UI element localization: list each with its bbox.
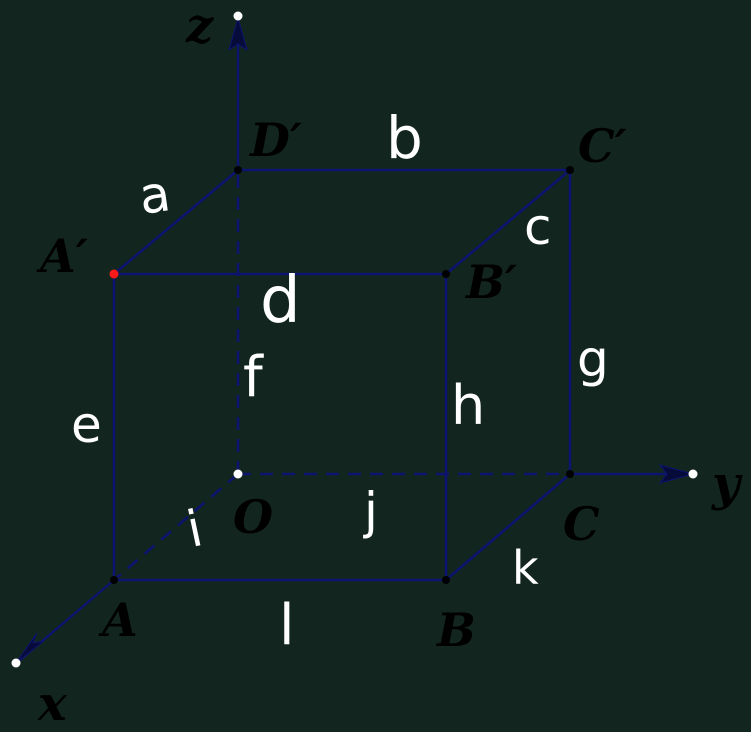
edge-mark-d: d	[260, 264, 301, 338]
axis-label-z: z	[185, 0, 215, 54]
edge-mark-f: f	[243, 345, 264, 410]
edge-i-OA	[113, 473, 239, 581]
point-C[interactable]	[566, 470, 574, 478]
visible-edges	[112, 168, 572, 582]
vertex-label-B-prime: B′	[464, 255, 517, 309]
vertex-label-B: B	[435, 603, 476, 657]
vertex-label-O: O	[233, 490, 273, 544]
handwritten-edge-marks: a b c d e f g h i j k l	[71, 104, 609, 658]
edge-mark-g: g	[577, 330, 609, 388]
axis-labels: z y x	[37, 0, 743, 732]
point-B[interactable]	[442, 576, 450, 584]
hidden-edges	[113, 170, 570, 581]
x-axis-arrow-icon	[15, 632, 45, 664]
vertex-label-A-prime: A′	[36, 229, 88, 283]
edge-mark-l: l	[279, 593, 295, 658]
vertex-labels: D′ C′ A′ B′ O C A B	[36, 113, 627, 657]
point-y-axis-end[interactable]	[688, 469, 698, 479]
edge-mark-j: j	[363, 482, 378, 540]
edge-mark-b: b	[386, 104, 423, 172]
point-z-axis-end[interactable]	[233, 11, 243, 21]
y-axis-arrow-icon	[658, 464, 695, 484]
edge-mark-h: h	[451, 374, 485, 437]
point-A[interactable]	[110, 576, 118, 584]
edge-mark-k: k	[512, 541, 539, 595]
point-x-axis-end[interactable]	[11, 658, 21, 668]
vertex-label-D-prime: D′	[248, 113, 302, 167]
point-D-prime[interactable]	[234, 166, 242, 174]
point-O[interactable]	[233, 469, 243, 479]
vertex-points	[11, 11, 698, 668]
edge-mark-i: i	[182, 499, 208, 559]
z-axis-arrow-icon	[228, 16, 248, 52]
point-A-prime[interactable]	[109, 269, 119, 279]
axis-label-y: y	[711, 456, 743, 512]
edge-mark-e: e	[71, 396, 102, 454]
vertex-label-A: A	[98, 593, 138, 647]
edge-c-B1C1	[445, 169, 571, 275]
edge-mark-a: a	[135, 164, 173, 226]
edge-k-BC	[445, 473, 571, 581]
axis-label-x: x	[37, 676, 68, 732]
point-C-prime[interactable]	[566, 166, 574, 174]
edge-mark-c: c	[524, 198, 552, 256]
vertex-label-C-prime: C′	[578, 119, 627, 173]
coordinate-axes	[15, 16, 695, 664]
vertex-label-C: C	[563, 497, 600, 551]
edge-a-A1D1	[113, 169, 239, 275]
point-B-prime[interactable]	[442, 270, 450, 278]
